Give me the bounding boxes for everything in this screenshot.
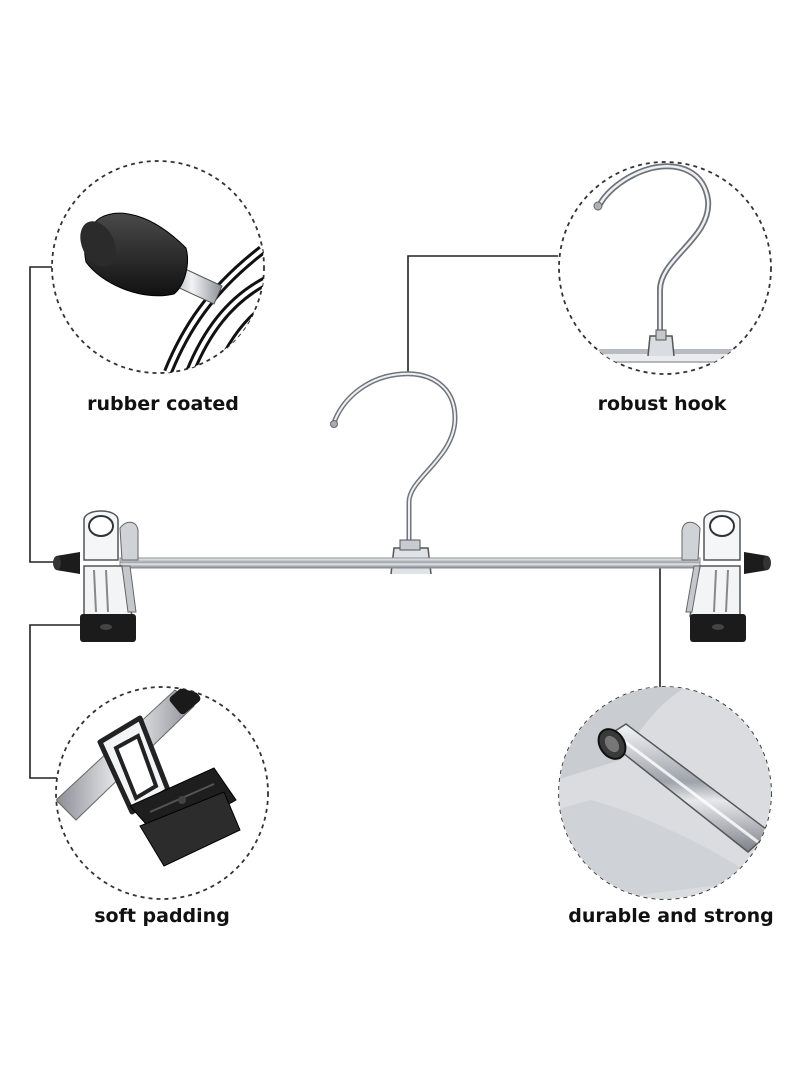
- connector-rubber: [29, 266, 58, 563]
- left-clip-icon: [80, 510, 139, 642]
- label-robust-hook: robust hook: [597, 393, 727, 415]
- main-hanger-icon: [53, 371, 771, 642]
- label-rubber-coated: rubber coated: [87, 393, 239, 415]
- label-durable-and-strong: durable and strong: [568, 905, 774, 927]
- hook-closeup-icon: [560, 163, 771, 363]
- connector-soft: [29, 624, 82, 779]
- clip-padding-closeup-icon: [56, 687, 241, 867]
- circle-soft: [55, 686, 269, 900]
- connector-hook: [407, 255, 558, 372]
- connector-lines: [29, 255, 661, 779]
- circle-hook: [558, 161, 772, 375]
- label-soft-padding: soft padding: [94, 905, 230, 927]
- right-clip-icon: [681, 510, 746, 642]
- rubber-tip-closeup-icon: [80, 212, 264, 373]
- steel-rod-closeup-icon: [559, 687, 771, 899]
- circle-rubber: [51, 160, 265, 374]
